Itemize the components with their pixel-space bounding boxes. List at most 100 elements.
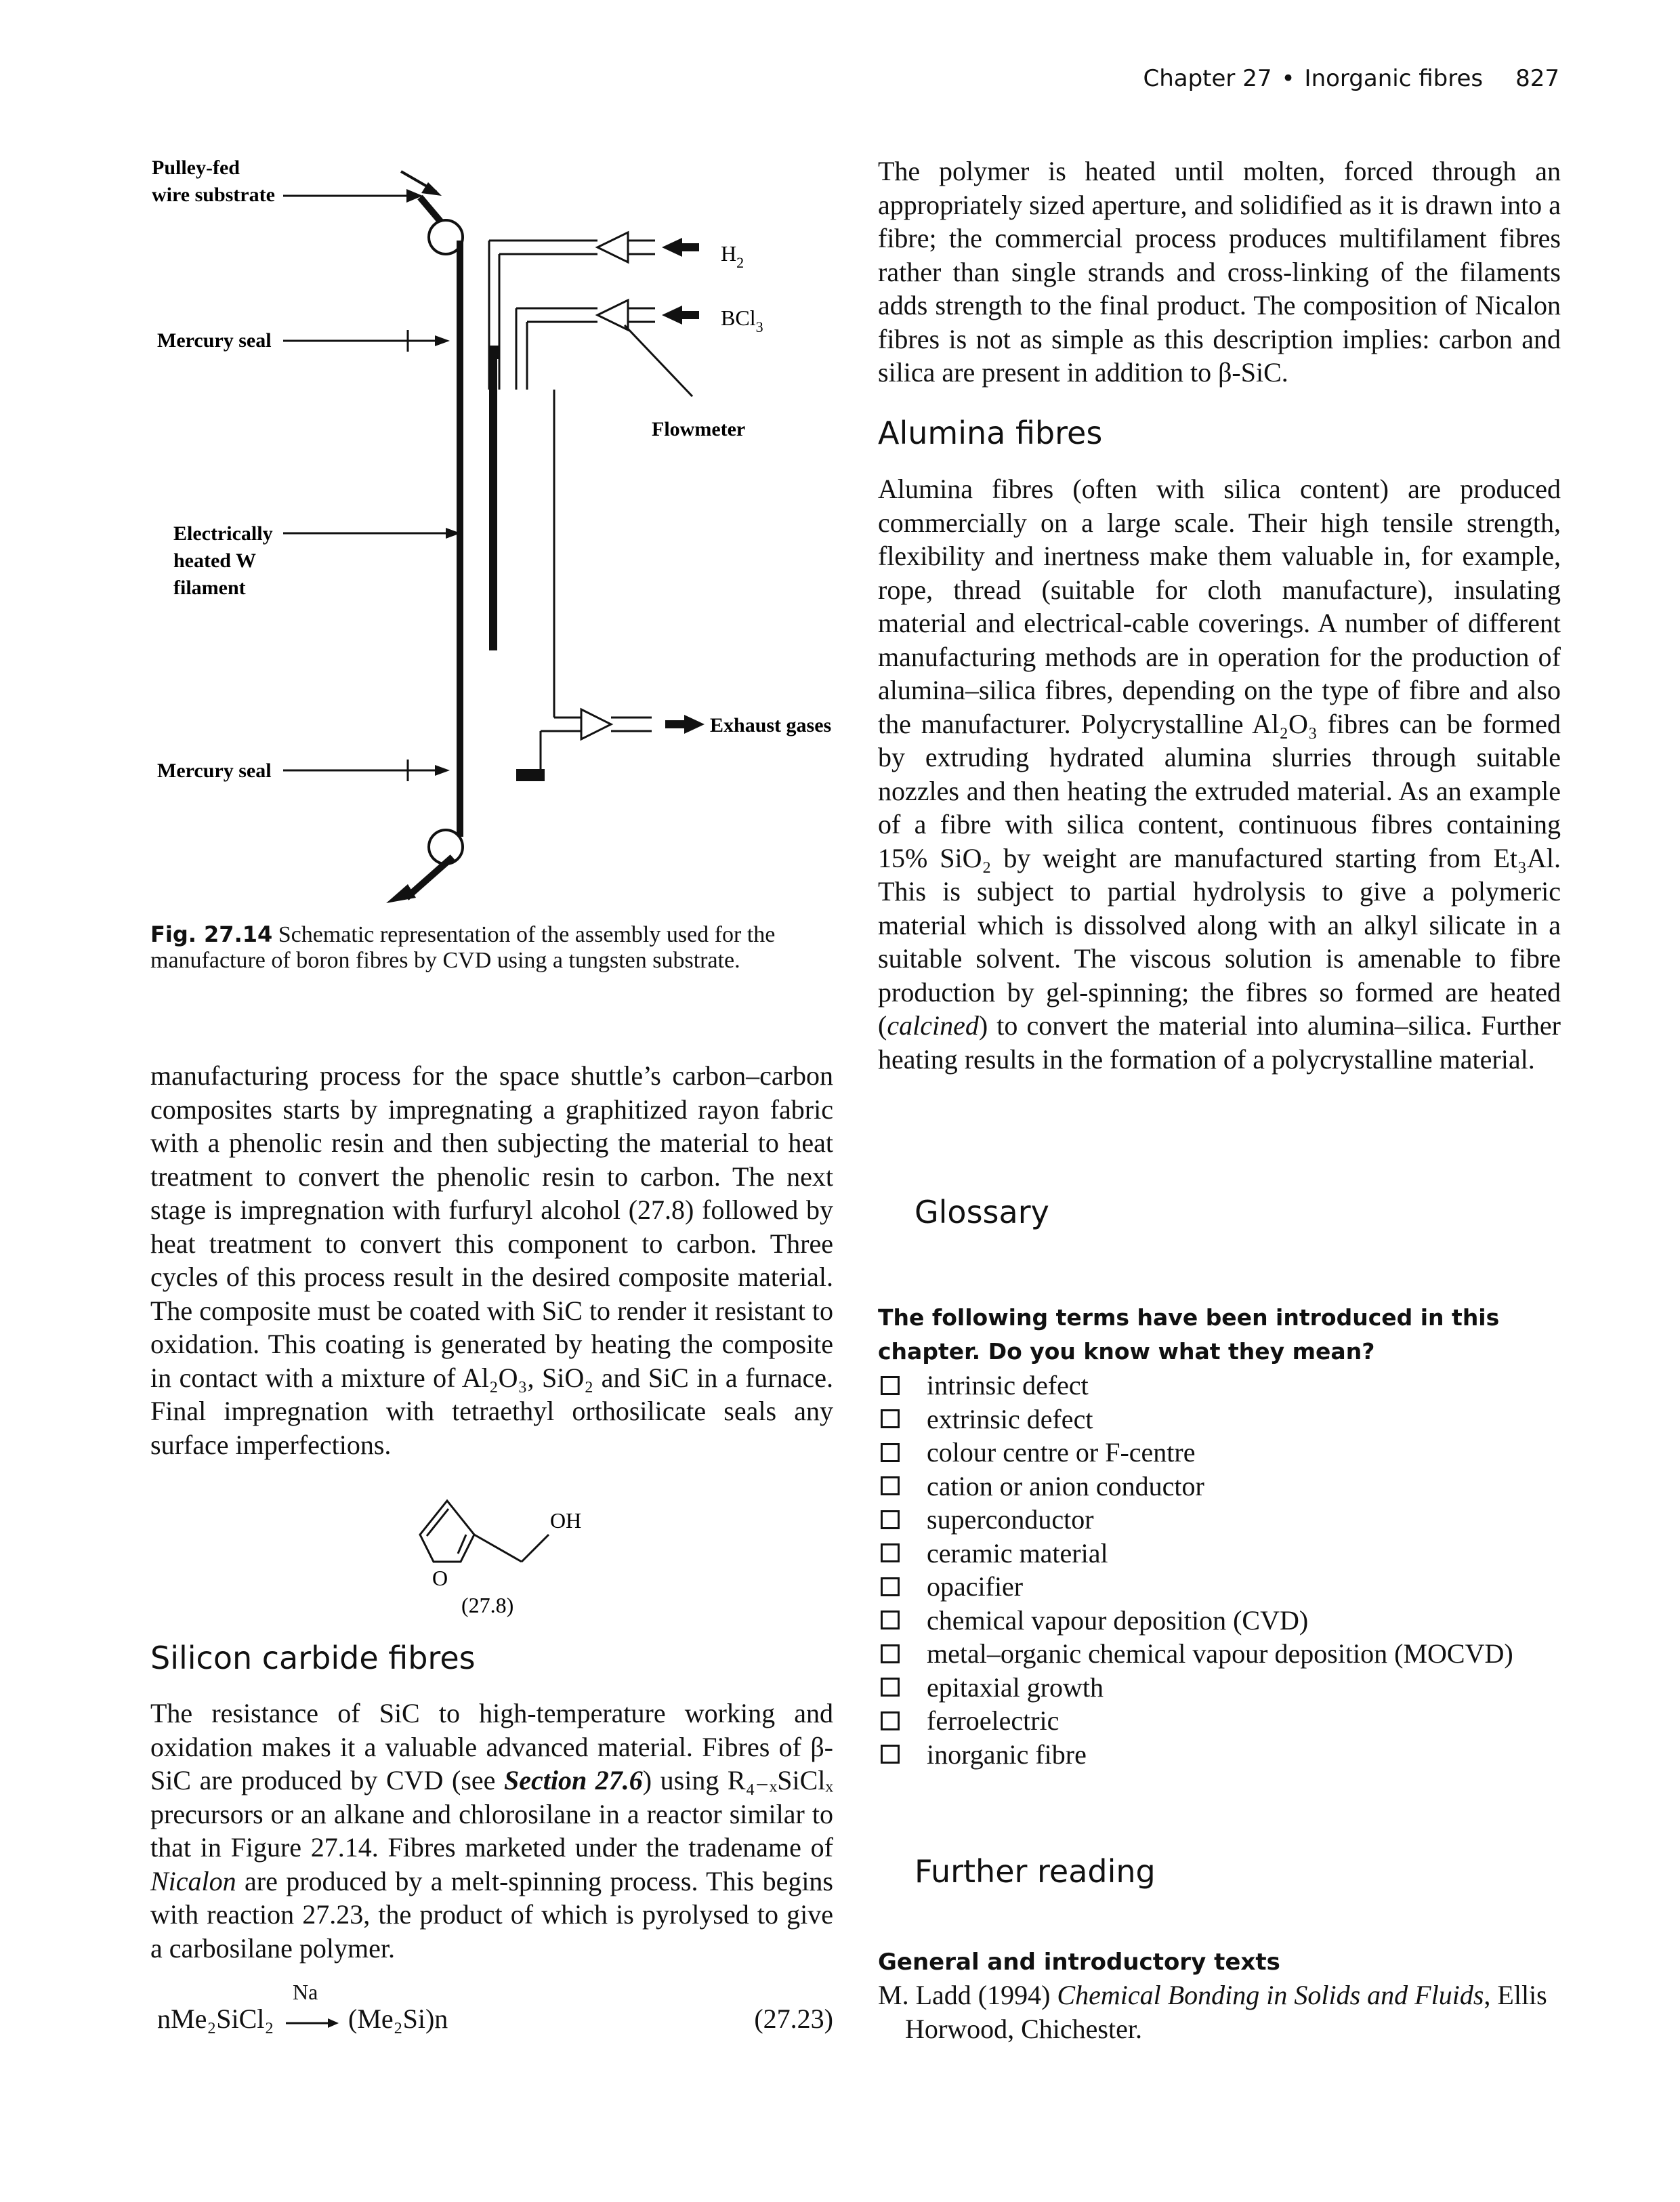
checkbox-icon[interactable] [881,1409,900,1429]
outgoing-wire-arrowhead [386,884,416,903]
right-paragraph-2: Alumina fibres (often with silica conten… [878,472,1561,1076]
glossary-term: metal–organic chemical vapour deposition… [927,1638,1513,1669]
equation-27-23: nMe₂SiCl₂ Na (Me₂Si)n (27.23) [157,1980,833,2052]
label-electrically: Electrically [173,522,273,545]
figure-caption-label: Fig. 27.14 [150,921,273,947]
flowmeter-bcl3 [595,298,629,332]
equation-arrow [286,2018,339,2028]
glossary-term: opacifier [927,1571,1024,1602]
label-pulley-fed: Pulley-fed [152,157,240,179]
para2-text-b: ) using R₄₋ₓSiClₓ precursors or an alkan… [150,1765,833,1863]
checkbox-icon[interactable] [881,1375,900,1395]
top-seal-block [489,346,499,359]
bottom-seal-block [516,769,545,781]
label-mercury-seal-bottom: Mercury seal [157,760,272,782]
wire-bottom-diagonal [404,854,455,900]
left-paragraph-2: The resistance of SiC to high-temperatur… [150,1697,833,1965]
glossary-term: colour centre or F-centre [927,1437,1196,1468]
para2-text-a: The resistance of SiC to high-temperatur… [150,1698,833,1795]
furan-ring [419,1499,476,1563]
glossary-item: superconductor [878,1503,1561,1537]
oh-bond [520,1533,550,1563]
glossary-item: inorganic fibre [878,1738,1561,1772]
reactor-wall-upper [489,359,497,650]
reference-entry: M. Ladd (1994) Chemical Bonding in Solid… [878,1978,1588,2045]
checkbox-icon[interactable] [881,1711,900,1730]
equation-rhs: (Me₂Si)n [348,2003,448,2034]
arrowhead-wire [406,189,423,203]
label-wire-substrate: wire substrate [152,184,275,206]
checkbox-icon[interactable] [881,1678,900,1697]
flowmeter-leader [623,324,694,398]
calcined-italic: calcined [887,1010,979,1041]
checkbox-icon[interactable] [881,1611,900,1630]
flowmeter-exhaust [580,707,614,741]
label-heated-w: heated W [173,549,256,572]
nicalon-italic: Nicalon [150,1865,236,1896]
label-ring-o: O [432,1566,448,1590]
glossary-item: ferroelectric [878,1704,1561,1738]
arrow-h2-shaft [679,243,699,251]
glossary-term: intrinsic defect [927,1370,1089,1400]
glossary-item: chemical vapour deposition (CVD) [878,1604,1561,1638]
glossary-item: intrinsic defect [878,1369,1561,1403]
label-h2: H2 [721,241,744,271]
equation-number: (27.23) [754,2003,833,2034]
left-paragraph-1: manufacturing process for the space shut… [150,1060,833,1460]
tungsten-wire [457,241,463,837]
label-mercury-seal-top: Mercury seal [157,329,272,352]
glossary-item: extrinsic defect [878,1403,1561,1436]
glossary-item: metal–organic chemical vapour deposition… [878,1637,1561,1671]
arrowhead-mercury-bottom [435,765,450,776]
glossary-item: epitaxial growth [878,1671,1561,1705]
reference-publisher: , Ellis Horwood, Chichester. [905,1980,1547,2044]
chapter-title: Inorganic fibres [1304,65,1484,92]
heading-glossary: Glossary [915,1194,1049,1230]
glossary-item: ceramic material [878,1537,1561,1571]
checkbox-icon[interactable] [881,1543,900,1563]
furan-double-bond-2 [457,1534,467,1554]
arrow-h2 [662,238,682,257]
top-pulley [427,219,464,255]
arrow-exhaust [684,715,705,734]
label-oh: OH [550,1508,581,1533]
glossary-term: cation or anion conductor [927,1470,1204,1501]
ch2-bond [474,1533,522,1563]
label-filament: filament [173,577,246,599]
structure-furfuryl-alcohol: OH O (27.8) [419,1499,581,1617]
glossary-intro: The following terms have been introduced… [878,1304,1500,1365]
checkbox-icon[interactable] [881,1442,900,1462]
section-reference-link[interactable]: Section 27.6 [503,1765,643,1795]
label-bcl3: BCl3 [721,306,763,335]
arrowhead-mercury-top [435,335,450,346]
flowmeter-h2 [595,230,629,264]
checkbox-icon[interactable] [881,1745,900,1764]
checkbox-icon[interactable] [881,1476,900,1496]
glossary-term: ceramic material [927,1537,1108,1569]
arrowhead-filament [446,528,461,539]
glossary-term: ferroelectric [927,1705,1059,1736]
label-flowmeter: Flowmeter [652,418,745,440]
glossary-term: superconductor [927,1504,1094,1535]
glossary-list: intrinsic defect extrinsic defect colour… [878,1369,1561,1771]
equation-lhs: nMe₂SiCl₂ [157,2003,274,2034]
figure-caption-text: Schematic representation of the assembly… [150,922,776,973]
bullet-separator: • [1281,65,1295,92]
figure-caption: Fig. 27.14 Schematic representation of t… [150,921,833,974]
alumina-text-b: ) to convert the material into alumina–s… [878,1010,1561,1075]
checkbox-icon[interactable] [881,1577,900,1596]
glossary-item: colour centre or F-centre [878,1436,1561,1470]
reading-subtitle: General and introductory texts [878,1949,1280,1976]
page-number: 827 [1515,65,1559,92]
glossary-term: chemical vapour deposition (CVD) [927,1604,1309,1636]
reference-title: Chemical Bonding in Solids and Fluids [1057,1980,1484,2010]
structure-label: (27.8) [461,1593,513,1617]
equation-catalyst: Na [293,1980,318,2004]
glossary-term: inorganic fibre [927,1739,1087,1770]
checkbox-icon[interactable] [881,1510,900,1529]
glossary-term: extrinsic defect [927,1403,1093,1434]
arrow-bcl3 [662,306,682,325]
figure-27-14: Pulley-fed wire substrate Mercury seal E… [152,157,831,903]
checkbox-icon[interactable] [881,1644,900,1663]
heading-alumina-fibres: Alumina fibres [878,415,1103,451]
